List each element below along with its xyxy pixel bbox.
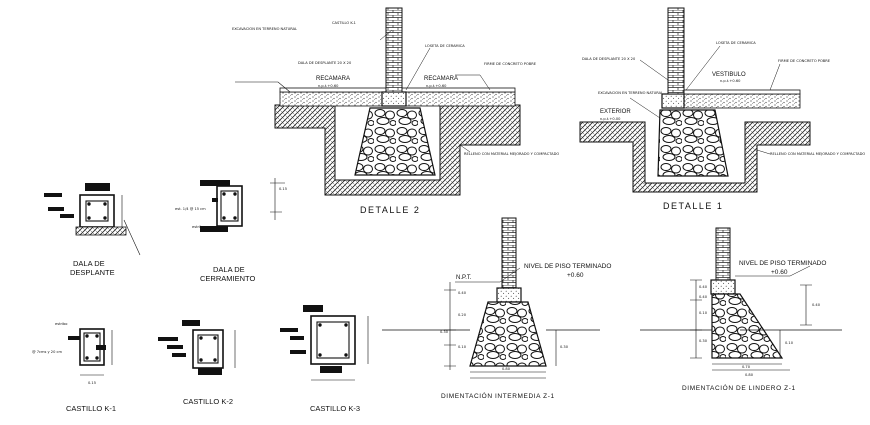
dala-label: DALA DE DESPLANTE 20 X 20	[582, 57, 636, 61]
castillo-k1-dim: 0.15	[88, 381, 96, 385]
dim-width: 0.80	[502, 367, 511, 371]
dala-desplante-section	[381, 91, 407, 107]
detalle-1-title: DETALLE 1	[663, 201, 723, 211]
npt-label: N.P.T.	[456, 275, 472, 281]
nivel-label: NIVEL DE PISO TERMINADO	[739, 260, 826, 267]
dimentacion-lindero-label: DIMENTACIÓN DE LINDERO Z-1	[682, 383, 796, 392]
recamara-right-label: RECAMARA	[424, 76, 458, 82]
recamara-left-npt: n.p.t.+0.60	[318, 84, 339, 88]
soil-excavation	[274, 104, 521, 196]
castillo-label: CASTILLO K-1	[332, 21, 356, 25]
castillo-k3-detail: CASTILLO K-3	[280, 305, 369, 413]
nivel-value: +0.60	[567, 272, 584, 279]
castillo-k2-label: CASTILLO K-2	[183, 397, 233, 406]
dim-d1: 0.40	[458, 291, 467, 295]
dim-d5: 0.30	[560, 345, 569, 349]
dala-label: DALA DE DESPLANTE 20 X 20	[298, 61, 352, 65]
dala-cerramiento-line2: CERRAMIENTO	[200, 274, 255, 283]
floor-fill	[679, 93, 801, 109]
recamara-right-npt: n.p.t.+0.60	[426, 84, 447, 88]
excavacion-label: EXCAVACION EN TERRENO NATURAL	[598, 91, 663, 95]
stirrup-note: estribo	[192, 225, 204, 229]
dala-desplante-line1: DALA DE	[73, 259, 105, 268]
dala-cerramiento-detail: 0.15 est. 1/4 @ 15 cm estribo DALA DE CE…	[175, 178, 287, 283]
dim-d4: 0.30	[699, 339, 708, 343]
brick-wall	[385, 7, 403, 93]
dim-w1: 0.70	[742, 365, 751, 369]
ceramic-tile-layer	[679, 89, 801, 95]
dim-d4: 0.10	[458, 345, 467, 349]
castillo-k2-detail: CASTILLO K-2	[158, 320, 236, 406]
dim-d3: 0.10	[699, 311, 708, 315]
exterior-label: EXTERIOR	[600, 109, 631, 115]
dim-d1: 0.40	[699, 285, 708, 289]
exterior-npt: n.p.t.+0.00	[600, 117, 621, 121]
firme-label: FIRME DE CONCRETO POBRE	[484, 62, 537, 66]
castillo-k1-note1: estribo	[55, 322, 67, 326]
relleno-label: RELLENO CON MATERIAL MEJORADO Y COMPACTA…	[770, 152, 865, 156]
dim-top: 0.15	[279, 187, 287, 191]
stone-foundation	[657, 109, 729, 177]
stone-foundation	[354, 107, 436, 176]
excavacion-label: EXCAVACION EN TERRENO NATURAL	[232, 27, 297, 31]
relleno-label: RELLENO CON MATERIAL MEJORADO Y COMPACTA…	[464, 152, 559, 156]
rebar-note: est. 1/4 @ 15 cm	[175, 207, 206, 211]
vestibulo-label: VESTIBULO	[712, 72, 746, 78]
dimentacion-lindero: NIVEL DE PISO TERMINADO +0.60 0.40 0.40 …	[640, 227, 842, 392]
vestibulo-npt: n.p.t.+0.60	[720, 79, 741, 83]
dim-side: 0.40	[812, 303, 821, 307]
nivel-value: +0.60	[771, 269, 788, 276]
detalle-2: EXCAVACION EN TERRENO NATURAL CASTILLO K…	[232, 7, 559, 215]
dala-desplante-section	[661, 93, 685, 109]
detalle-1: DALA DE DESPLANTE 20 X 20 LOSETA DE CERA…	[579, 7, 865, 211]
castillo-k1-note2: @ 7cms y 20 cm	[32, 350, 62, 354]
dim-d2: 0.40	[699, 295, 708, 299]
firme-label: FIRME DE CONCRETO POBRE	[778, 59, 831, 63]
dim-d5: 0.10	[785, 341, 794, 345]
loseta-label: LOSETA DE CERAMICA	[716, 41, 756, 45]
dimentacion-intermedia: N.P.T. NIVEL DE PISO TERMINADO +0.60 0.4…	[382, 217, 611, 400]
dimentacion-intermedia-label: DIMENTACIÓN INTERMEDIA Z-1	[441, 391, 555, 400]
dala-cerramiento-line1: DALA DE	[213, 265, 245, 274]
castillo-k1-detail: estribo @ 7cms y 20 cm 0.15 CASTILLO K-1	[32, 322, 116, 413]
castillo-k3-label: CASTILLO K-3	[310, 404, 360, 413]
recamara-left-label: RECAMARA	[316, 76, 350, 82]
detalle-2-title: DETALLE 2	[360, 205, 420, 215]
castillo-k1-label: CASTILLO K-1	[66, 404, 116, 413]
brick-wall	[667, 7, 685, 95]
loseta-label: LOSETA DE CERAMICA	[425, 44, 465, 48]
dala-desplante-line2: DESPLANTE	[70, 268, 115, 277]
dim-w2: 0.80	[745, 373, 754, 377]
dim-d2: 0.20	[458, 313, 467, 317]
nivel-label: NIVEL DE PISO TERMINADO	[524, 263, 611, 270]
soil-excavation	[579, 121, 811, 193]
dim-d3: 0.30	[440, 330, 449, 334]
dala-desplante-detail: DALA DE DESPLANTE	[44, 183, 141, 277]
